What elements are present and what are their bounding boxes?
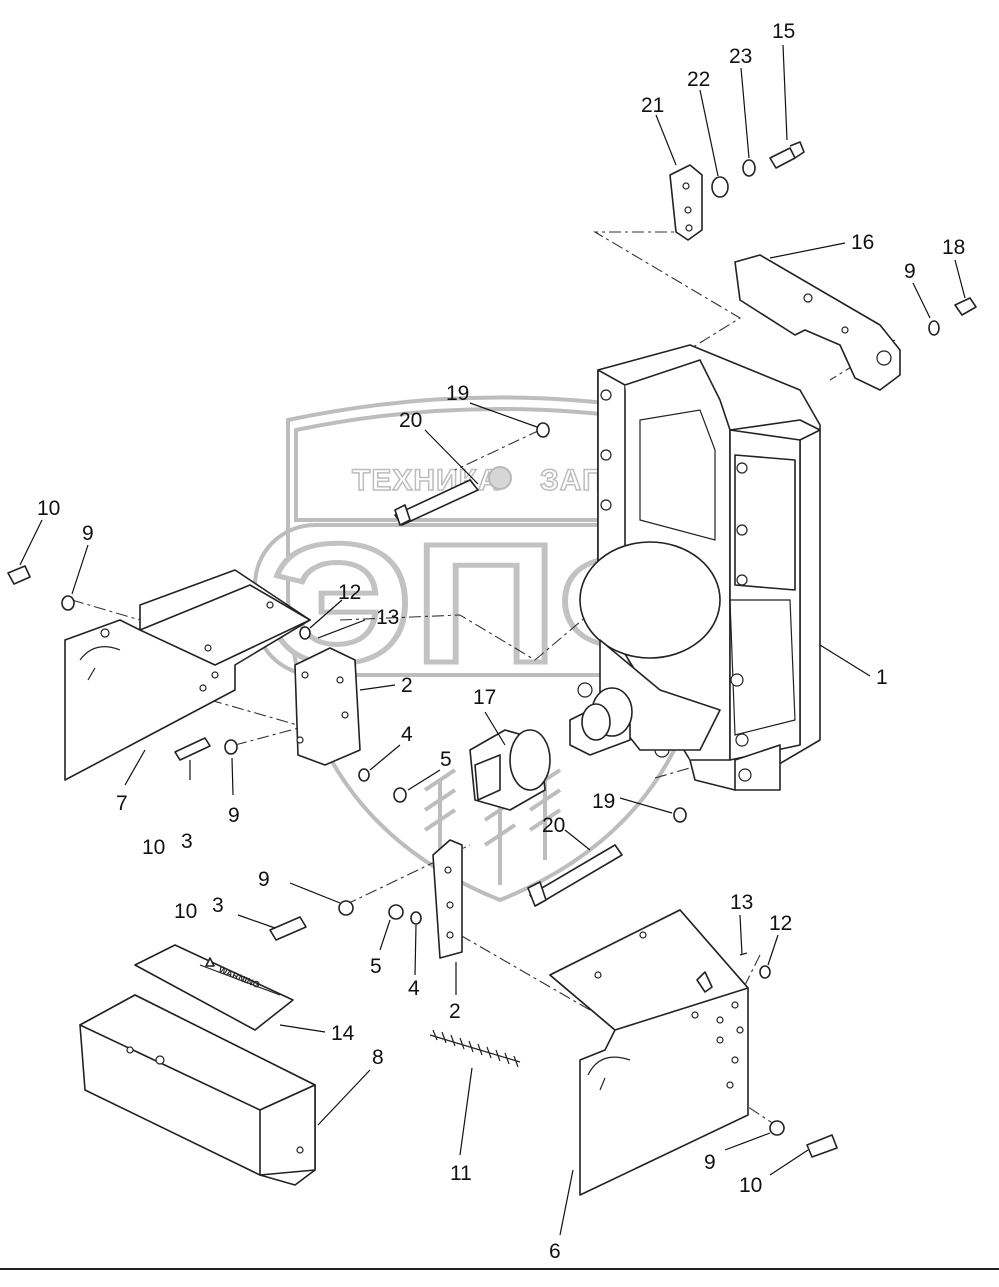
bolt-15 bbox=[769, 141, 805, 169]
callout-label: 6 bbox=[549, 1240, 561, 1263]
lock-12-left bbox=[299, 626, 311, 640]
callout-label: 22 bbox=[687, 68, 710, 91]
callout-label: 3 bbox=[181, 830, 193, 853]
washer-9-top bbox=[928, 320, 940, 336]
washer-9-right bbox=[769, 1120, 785, 1136]
callout-label: 9 bbox=[82, 522, 94, 545]
washer-9-left bbox=[61, 595, 75, 611]
pin-13-right bbox=[739, 952, 748, 956]
bottom-divider bbox=[0, 1268, 999, 1270]
washer-9-lower-left bbox=[338, 900, 354, 916]
washer-9-mid bbox=[224, 739, 238, 755]
callout-label: 5 bbox=[440, 748, 452, 771]
callout-label: 20 bbox=[399, 409, 422, 432]
right-shield-cover bbox=[549, 909, 749, 1196]
upright-strap-upper bbox=[294, 647, 361, 766]
callout-label: 10 bbox=[37, 497, 60, 520]
callout-label: 7 bbox=[116, 792, 128, 815]
callout-label: 9 bbox=[704, 1151, 716, 1174]
bolt-10-left bbox=[7, 565, 31, 585]
callout-label: 19 bbox=[446, 382, 469, 405]
long-bolt-20-lower-head bbox=[527, 881, 547, 907]
callout-label: 4 bbox=[408, 977, 420, 1000]
support-bracket bbox=[734, 254, 901, 391]
left-shield-cover bbox=[64, 569, 311, 781]
callout-label: 1 bbox=[876, 666, 888, 689]
callout-label: 21 bbox=[641, 94, 664, 117]
watermark-brand-left: ТЕХНИКА bbox=[352, 464, 501, 497]
bolt-10-right bbox=[806, 1134, 838, 1158]
callout-label: 16 bbox=[851, 231, 874, 254]
callout-label: 10 bbox=[174, 900, 197, 923]
callout-label: 2 bbox=[449, 1000, 461, 1023]
nut-4-upper bbox=[358, 768, 370, 782]
nut-5-upper bbox=[393, 787, 407, 803]
nut-5-lower bbox=[388, 904, 404, 920]
callout-label: 13 bbox=[730, 891, 753, 914]
callout-label: 8 bbox=[372, 1046, 384, 1069]
callout-label: 14 bbox=[331, 1022, 355, 1045]
callout-label: 20 bbox=[542, 814, 565, 837]
upright-strap-lower bbox=[432, 839, 463, 959]
tension-spring bbox=[429, 1029, 521, 1068]
callout-label: 11 bbox=[450, 1162, 472, 1185]
callout-label: 9 bbox=[904, 260, 916, 283]
callout-labels: 15 23 22 21 16 18 9 19 20 10 9 12 13 2 1… bbox=[37, 20, 965, 1263]
warning-triangle-icon bbox=[205, 957, 215, 967]
callout-label: 15 bbox=[772, 20, 795, 43]
watermark-shield-outline bbox=[286, 395, 714, 903]
callout-label: 5 bbox=[370, 955, 382, 978]
callout-label: 10 bbox=[142, 836, 165, 859]
shaft-coupling bbox=[469, 729, 551, 811]
leader-lines bbox=[19, 44, 966, 1236]
lower-guard-cover bbox=[79, 994, 316, 1186]
callout-label: 13 bbox=[376, 606, 399, 629]
callout-label: 10 bbox=[739, 1174, 762, 1197]
callout-label: 23 bbox=[729, 45, 752, 68]
washer-19-upper bbox=[536, 422, 550, 438]
bolt-3-left bbox=[174, 737, 211, 761]
callout-label: 19 bbox=[592, 790, 615, 813]
bolt-18 bbox=[954, 297, 977, 316]
link-plate bbox=[669, 164, 703, 241]
callout-label: 9 bbox=[228, 804, 240, 827]
callout-label: 4 bbox=[401, 723, 413, 746]
spacer-22 bbox=[711, 176, 729, 198]
bolt-3-lower bbox=[269, 916, 307, 941]
callout-label: 2 bbox=[401, 674, 413, 697]
callout-label: 18 bbox=[942, 236, 965, 259]
gearbox-housing bbox=[569, 344, 821, 791]
gear-icon bbox=[488, 466, 512, 490]
callout-label: 3 bbox=[212, 894, 224, 917]
callout-label: 12 bbox=[338, 581, 361, 604]
washer-23 bbox=[742, 159, 756, 177]
lock-12-right bbox=[759, 965, 771, 979]
callout-label: 17 bbox=[473, 686, 496, 709]
long-bolt-20-upper-head bbox=[394, 504, 411, 526]
nut-4-lower bbox=[410, 911, 422, 925]
callout-label: 9 bbox=[258, 868, 270, 891]
washer-19-lower bbox=[673, 807, 687, 823]
callout-label: 12 bbox=[769, 912, 792, 935]
